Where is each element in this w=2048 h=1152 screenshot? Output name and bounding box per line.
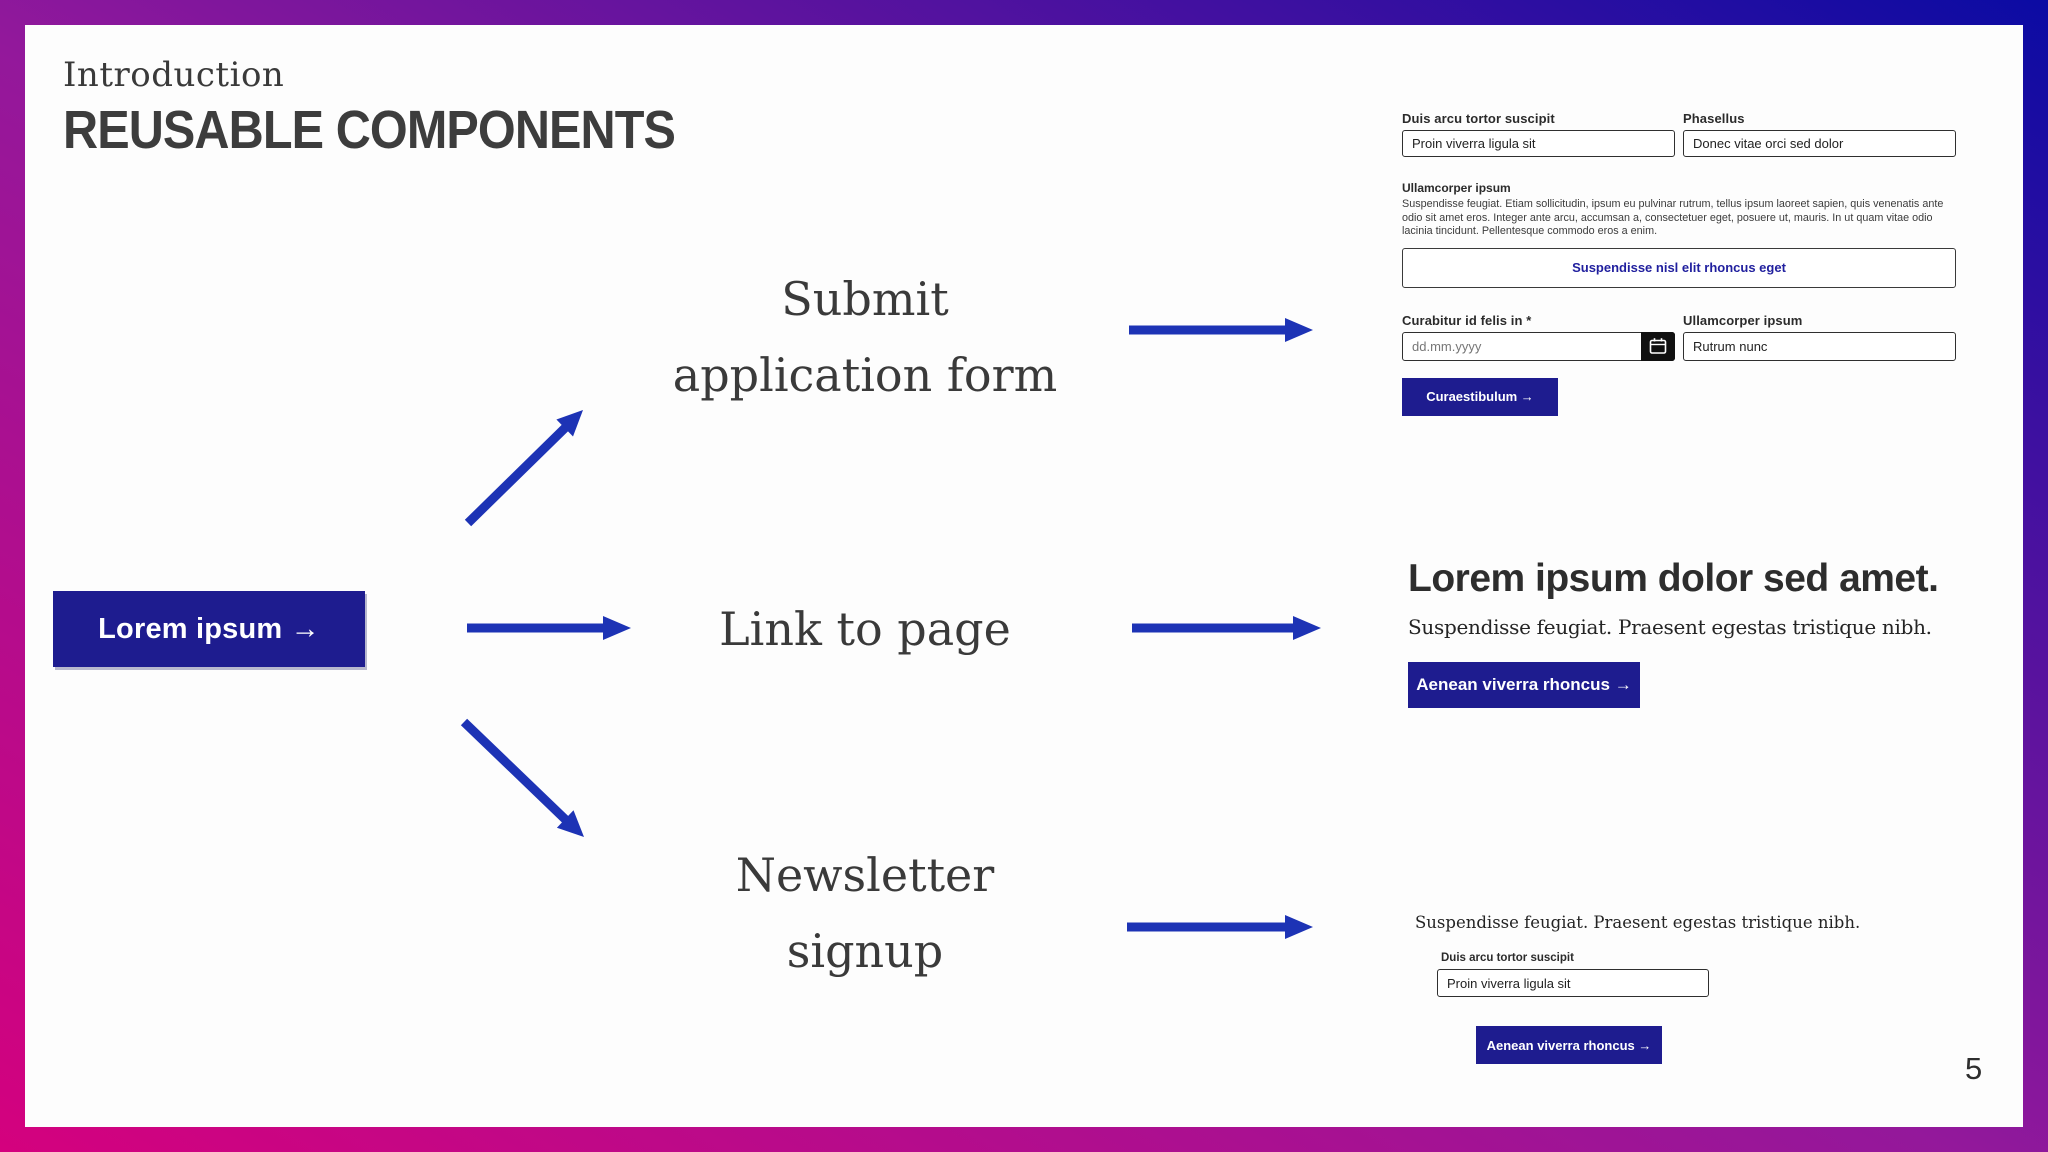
branch-label-link-to-page: Link to page xyxy=(585,591,1145,667)
form-paragraph: Suspendisse feugiat. Etiam sollicitudin,… xyxy=(1402,198,1944,237)
component-body-text: Suspendisse feugiat. Praesent egestas tr… xyxy=(1408,615,1932,639)
branch-label-submit-application-form: Submit application form xyxy=(585,261,1145,413)
text-field-phasellus[interactable] xyxy=(1683,130,1956,157)
application-form-component: Duis arcu tortor suscipit Phasellus Ulla… xyxy=(1402,111,1956,416)
link-page-button[interactable]: Aenean viverra rhoncus → xyxy=(1408,662,1640,708)
calendar-icon xyxy=(1649,338,1667,354)
branch-label-newsletter-signup: Newsletter signup xyxy=(585,837,1145,989)
branch-label-line: Link to page xyxy=(719,602,1011,656)
arrow-right-icon xyxy=(467,616,631,640)
form-submit-button[interactable]: Curaestibulum → xyxy=(1402,377,1558,416)
paragraph-label: Ullamcorper ipsum xyxy=(1402,181,1511,195)
slide-canvas: Introduction REUSABLE COMPONENTS Lorem i… xyxy=(25,25,2023,1127)
arrow-right-icon xyxy=(1132,616,1321,640)
field-label: Curabitur id felis in * xyxy=(1402,312,1532,328)
arrow-right-icon xyxy=(1129,318,1313,342)
calendar-button[interactable] xyxy=(1641,331,1675,361)
text-field-suscipit[interactable] xyxy=(1402,130,1675,157)
arrow-right-icon xyxy=(1127,915,1313,939)
field-label: Duis arcu tortor suscipit xyxy=(1441,952,1574,964)
field-label: Duis arcu tortor suscipit xyxy=(1402,111,1555,126)
branch-label-line: Newsletter xyxy=(735,848,995,902)
lorem-ipsum-button[interactable]: Lorem ipsum → xyxy=(53,591,365,667)
slide-eyebrow: Introduction xyxy=(63,55,285,95)
branch-label-line: Submit xyxy=(781,272,949,326)
field-label: Ullamcorper ipsum xyxy=(1683,312,1803,328)
slide-header: Introduction REUSABLE COMPONENTS xyxy=(63,55,743,161)
secondary-button[interactable]: Suspendisse nisl elit rhoncus eget xyxy=(1402,247,1956,288)
arrow-down-right-icon xyxy=(460,718,584,837)
page-number: 5 xyxy=(1965,1051,1983,1086)
link-to-page-component: Lorem ipsum dolor sed amet. Suspendisse … xyxy=(1408,557,1988,708)
date-field[interactable] xyxy=(1402,331,1675,361)
component-heading: Lorem ipsum dolor sed amet. xyxy=(1408,557,1939,600)
newsletter-signup-button[interactable]: Aenean viverra rhoncus → xyxy=(1476,1026,1662,1064)
newsletter-email-field[interactable] xyxy=(1437,969,1709,997)
newsletter-body-text: Suspendisse feugiat. Praesent egestas tr… xyxy=(1415,913,1861,932)
branch-label-line: application form xyxy=(672,348,1058,402)
text-field-rutrum[interactable] xyxy=(1683,331,1956,361)
branch-label-line: signup xyxy=(786,924,944,978)
slide-title: REUSABLE COMPONENTS xyxy=(63,100,676,160)
arrow-up-right-icon xyxy=(464,410,583,527)
field-label: Phasellus xyxy=(1683,111,1745,126)
